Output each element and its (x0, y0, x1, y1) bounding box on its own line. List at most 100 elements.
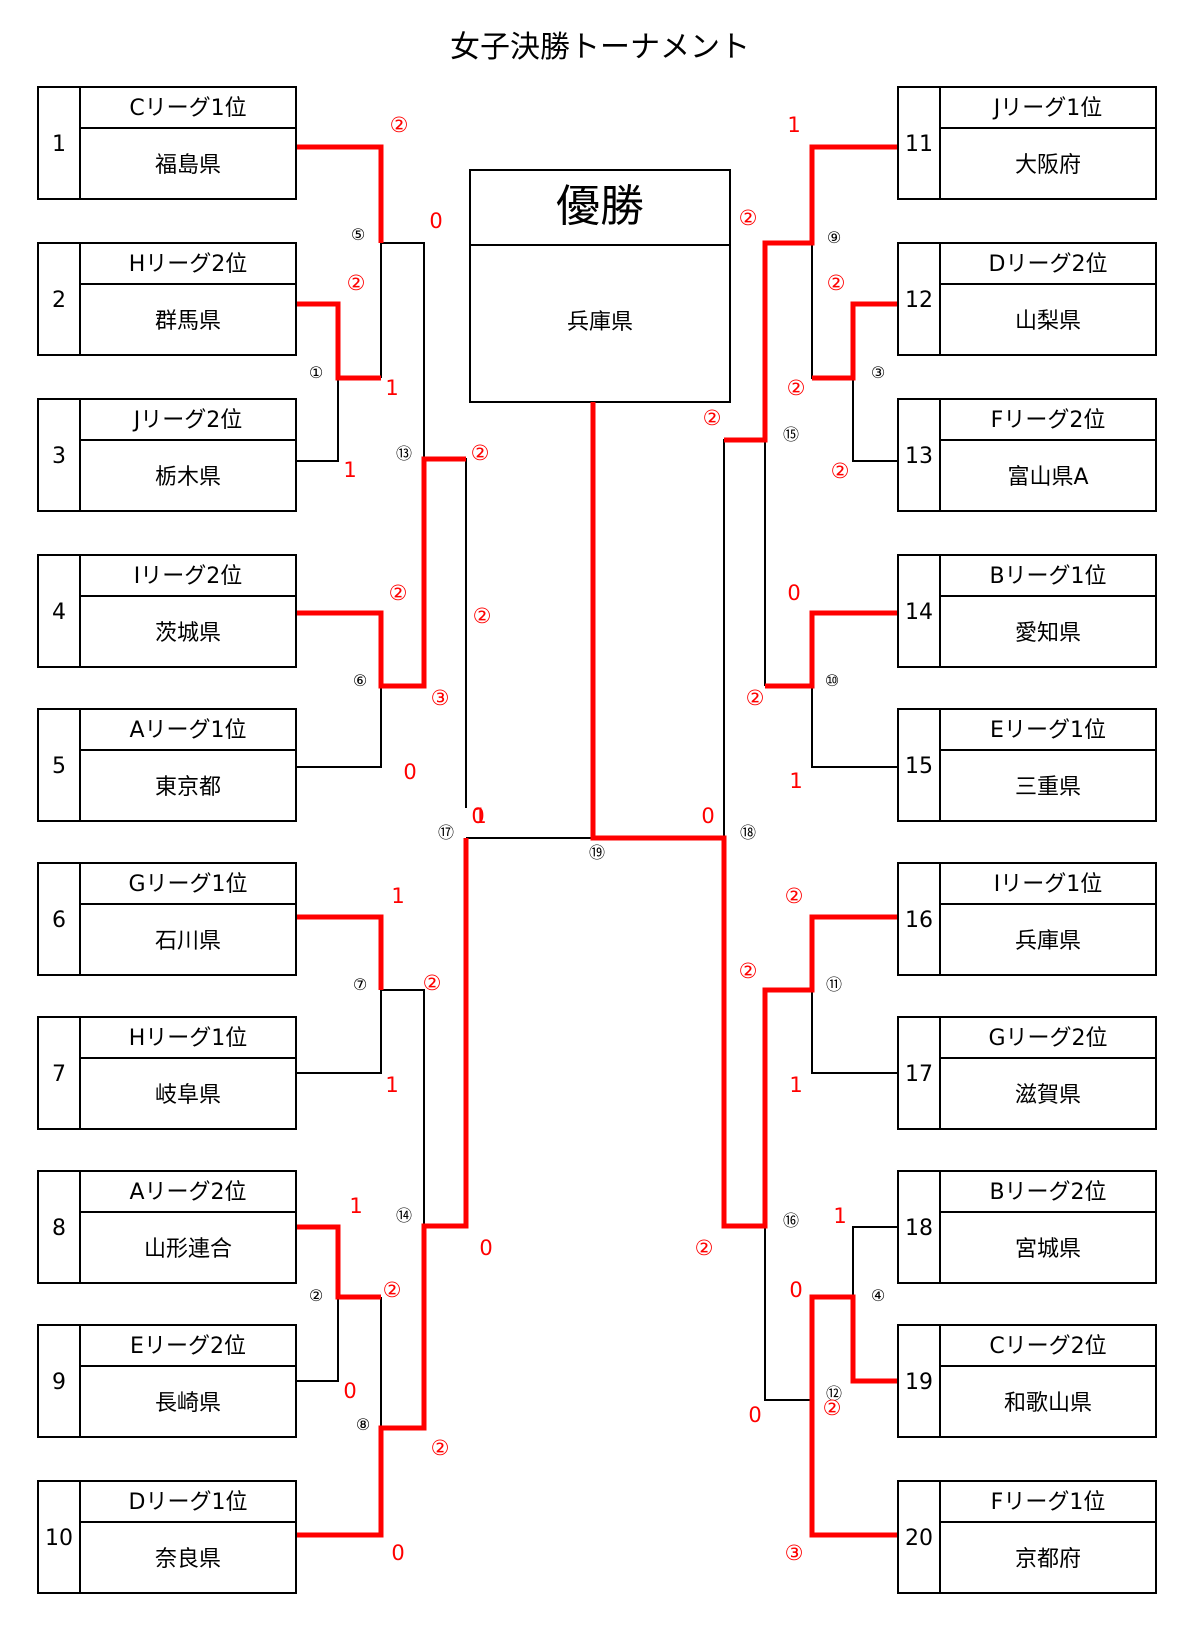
team-league: Fリーグ2位 (991, 408, 1106, 433)
team-number: 18 (905, 1216, 933, 1241)
team-name: 愛知県 (1015, 621, 1081, 646)
match-number: ⑪ (826, 975, 842, 994)
team-league: Dリーグ2位 (989, 252, 1108, 277)
team-number: 6 (52, 908, 66, 933)
team-league: Dリーグ1位 (129, 1490, 248, 1515)
score-label: ② (383, 1278, 402, 1302)
team-name: 兵庫県 (1015, 929, 1081, 954)
score-label: ③ (785, 1541, 804, 1565)
bracket-path (852, 1226, 898, 1297)
champion-box: 優勝 兵庫県 (469, 169, 731, 403)
team-name: 山梨県 (1015, 309, 1081, 334)
match-number: ⑬ (396, 444, 412, 463)
score-label: 0 (787, 581, 800, 605)
match-number: ⑭ (396, 1206, 412, 1225)
score-label: ② (695, 1236, 714, 1260)
team-name: 京都府 (1015, 1547, 1081, 1572)
team-number: 19 (905, 1370, 933, 1395)
team-league: Fリーグ1位 (991, 1490, 1106, 1515)
team-number: 14 (905, 600, 933, 625)
match-number: ⑨ (827, 228, 841, 247)
match-number: ① (309, 363, 323, 382)
bracket-path (723, 439, 766, 838)
team-name: 岐阜県 (155, 1083, 221, 1108)
score-label: 1 (385, 1073, 398, 1097)
team-league: Eリーグ1位 (990, 718, 1106, 743)
team-name: 栃木県 (155, 465, 221, 490)
match-number: ④ (871, 1286, 885, 1305)
score-label: 1 (391, 884, 404, 908)
team-number: 17 (905, 1062, 933, 1087)
score-label: ② (471, 441, 490, 465)
bracket-path (296, 1297, 339, 1382)
winner-path (296, 914, 384, 990)
score-label: 1 (385, 376, 398, 400)
score-label: 0 (403, 760, 416, 784)
score-label: 0 (391, 1541, 404, 1565)
team-name: 三重県 (1015, 775, 1081, 800)
team-number: 15 (905, 754, 933, 779)
bracket-path (764, 990, 812, 1401)
team-boxes: 1Cリーグ1位福島県2Hリーグ2位群馬県3Jリーグ2位栃木県4Iリーグ2位茨城県… (37, 86, 1157, 1594)
winner-path (812, 301, 898, 381)
team-number: 7 (52, 1062, 66, 1087)
team-number: 13 (905, 444, 933, 469)
team-name: 奈良県 (155, 1547, 221, 1572)
team-name: 東京都 (155, 775, 221, 800)
page-title: 女子決勝トーナメント (450, 30, 750, 65)
score-label: ② (390, 113, 409, 137)
team-name: 富山県A (1007, 465, 1088, 490)
team-league: Hリーグ1位 (129, 1026, 248, 1051)
score-label: ② (746, 686, 765, 710)
score-label: ② (823, 1396, 842, 1420)
match-number: ⑩ (825, 671, 839, 690)
score-label: 1 (787, 113, 800, 137)
bracket-path (424, 458, 467, 808)
team-name: 大阪府 (1015, 153, 1081, 178)
team-name: 福島県 (155, 153, 221, 178)
score-label: ② (703, 406, 722, 430)
champion-team: 兵庫県 (567, 310, 633, 335)
winner-path (296, 144, 384, 243)
team-number: 1 (52, 132, 66, 157)
bracket-path (296, 686, 382, 768)
team-league: Bリーグ2位 (989, 1180, 1106, 1205)
bracket-path (852, 378, 898, 462)
team-league: Gリーグ1位 (128, 872, 247, 897)
team-number: 16 (905, 908, 933, 933)
team-number: 10 (45, 1526, 73, 1551)
bracket-path (811, 243, 853, 379)
bracket-lines (296, 144, 898, 1538)
score-label: ② (787, 376, 806, 400)
team-league: Eリーグ2位 (130, 1334, 246, 1359)
team-league: Bリーグ1位 (989, 564, 1106, 589)
team-number: 2 (52, 288, 66, 313)
winner-path (296, 1224, 381, 1300)
winner-path (809, 1294, 898, 1538)
score-label: 1 (789, 1073, 802, 1097)
team-league: Hリーグ2位 (129, 252, 248, 277)
score-label: 0 (471, 804, 484, 828)
team-league: Aリーグ2位 (129, 1180, 246, 1205)
score-label: 0 (479, 1236, 492, 1260)
bracket-path (811, 686, 898, 768)
match-number: ⑯ (783, 1211, 799, 1230)
score-label: 1 (349, 1194, 362, 1218)
score-label: ② (423, 971, 442, 995)
score-label: ② (347, 271, 366, 295)
score-label: ② (473, 604, 492, 628)
match-number: ⑧ (356, 1415, 370, 1434)
